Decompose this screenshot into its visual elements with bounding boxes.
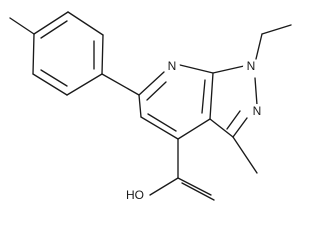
pyridine-bond-c4-c5 bbox=[140, 116, 179, 140]
pyrazole-bond-n1-n2 bbox=[254, 77, 258, 106]
pyridine-double-c6-n bbox=[146, 81, 167, 101]
tolyl-ring bbox=[32, 11, 104, 96]
pyrazole-methyl-bond bbox=[232, 136, 258, 174]
pyridine-nitrogen: N bbox=[164, 59, 180, 75]
tolyl-inner-double-3 bbox=[40, 69, 68, 87]
tolyl-methyl-bond bbox=[9, 17, 35, 35]
tolyl-bond-3 bbox=[101, 34, 104, 75]
pyrazole-bond-n2-c3 bbox=[232, 117, 248, 138]
pyrazole-n2-label: N bbox=[253, 104, 262, 118]
pyrazole-n1-label: N bbox=[247, 59, 256, 73]
pyridine-bond-n-c7a bbox=[179, 64, 214, 74]
pyridine-bond-c3a-c4 bbox=[177, 118, 211, 140]
pyrazole-n2: N bbox=[249, 104, 265, 120]
aryl-link-bond bbox=[101, 73, 140, 96]
pyridine-n-label: N bbox=[168, 59, 177, 73]
molecule-diagram: N N N HO bbox=[9, 11, 292, 204]
pyridine-double-c4-c5 bbox=[147, 113, 177, 132]
tolyl-bond-6 bbox=[32, 33, 35, 75]
pyrazole-ring bbox=[209, 65, 258, 138]
tolyl-bond-5 bbox=[32, 73, 68, 96]
pyrazole-double-n2-c3 bbox=[226, 110, 241, 130]
carboxylic-oh: HO bbox=[121, 186, 149, 204]
pyridine-double-c7a-c3a bbox=[201, 79, 206, 114]
acid-bond-c-o bbox=[149, 177, 179, 196]
pyridine-bond-c5-c6 bbox=[138, 94, 142, 118]
chemical-structure-canvas: N N N HO bbox=[9, 11, 292, 204]
pyridine-bond-c7a-c3a bbox=[209, 72, 214, 120]
tolyl-bond-4 bbox=[66, 73, 103, 96]
tolyl-bond-1 bbox=[33, 11, 69, 35]
acid-double-bond bbox=[181, 182, 215, 201]
acid-bond-c-oh bbox=[177, 177, 212, 196]
pyrazole-bond-c3-c3a bbox=[209, 118, 234, 138]
atom-labels: N N N HO bbox=[121, 59, 265, 204]
carboxylic-oh-label: HO bbox=[126, 188, 144, 202]
pyrazole-n1: N bbox=[243, 59, 259, 75]
pyridine-ring bbox=[138, 64, 214, 140]
tolyl-inner-double-1 bbox=[40, 20, 68, 39]
pyridine-bond-c6-n bbox=[138, 71, 165, 96]
ethyl-bond-1 bbox=[255, 33, 263, 60]
ethyl-bond-2 bbox=[261, 24, 292, 35]
pyrazole-bond-c7a-n1 bbox=[212, 65, 245, 74]
tolyl-bond-2 bbox=[67, 11, 104, 36]
